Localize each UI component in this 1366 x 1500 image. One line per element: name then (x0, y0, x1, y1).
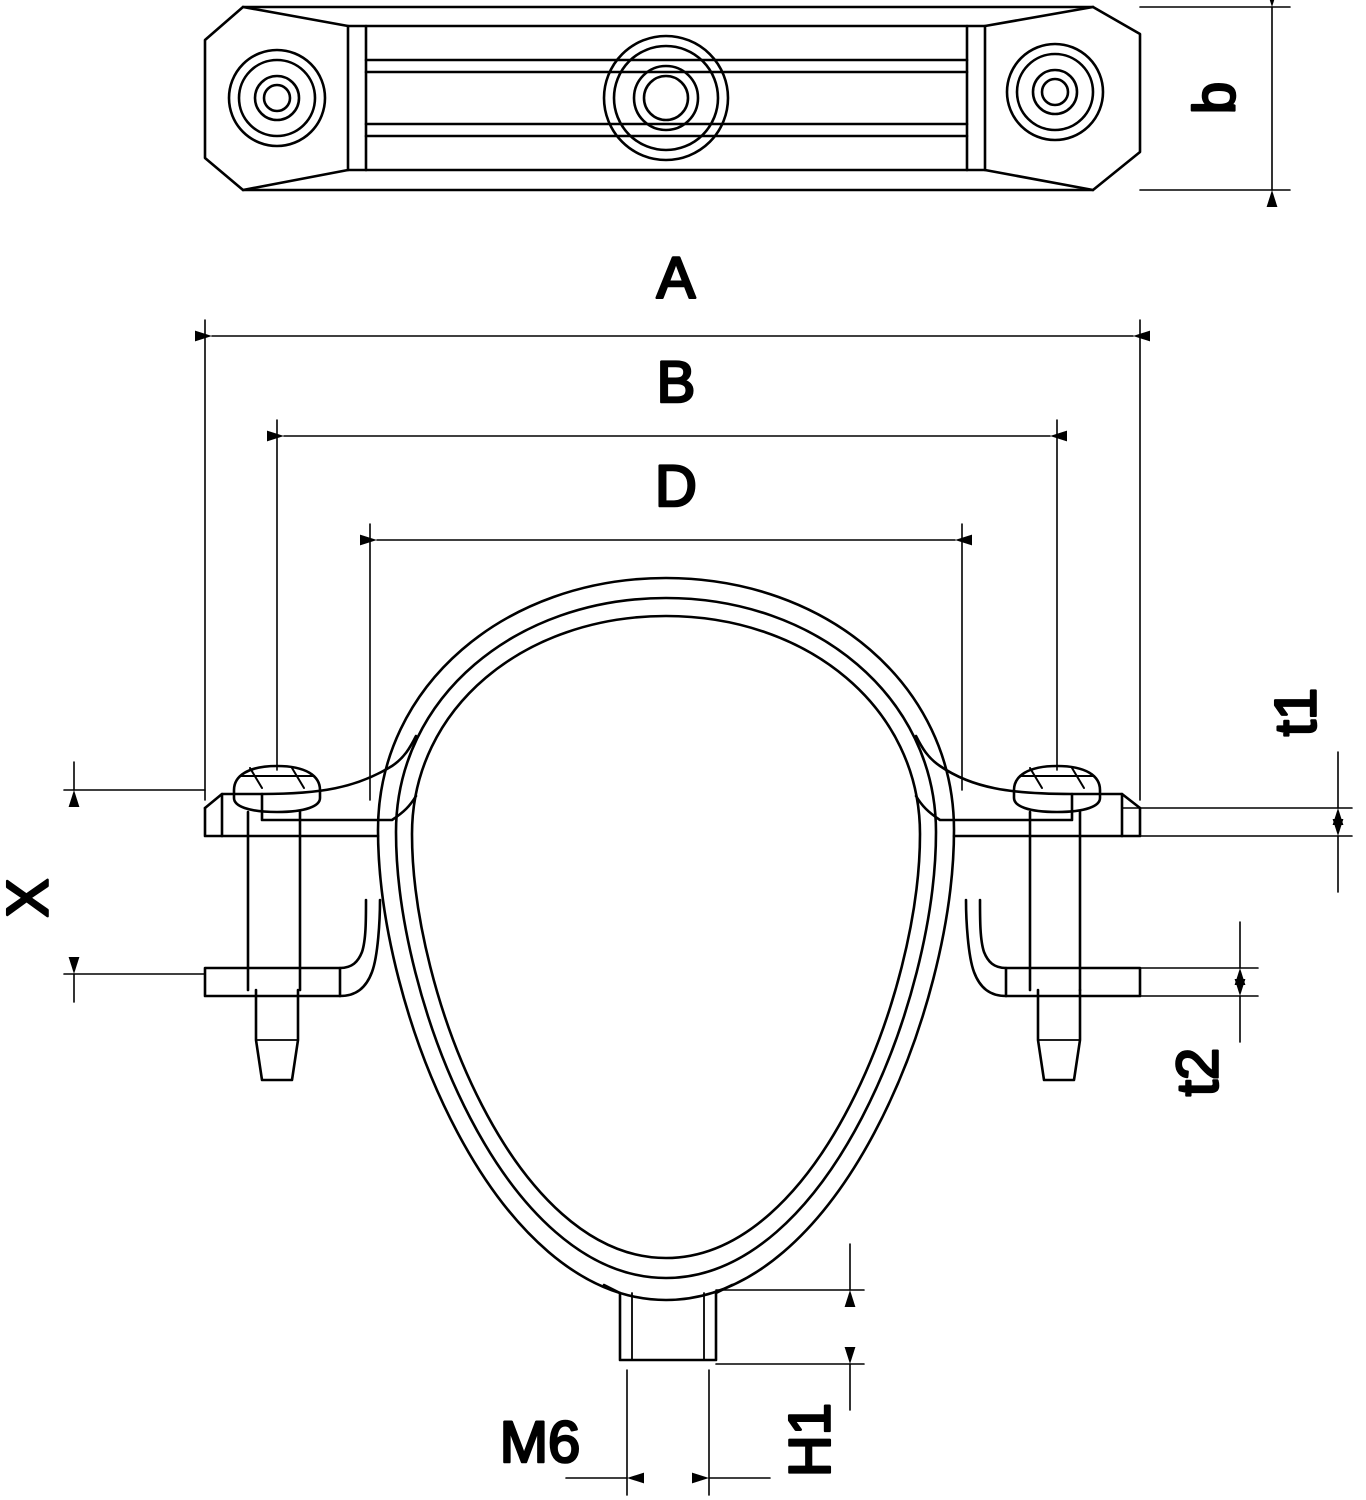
left-flange-inner (260, 792, 418, 822)
label-A: A (657, 246, 696, 311)
dimension-b (1139, 0, 1291, 207)
front-left-screw-shaft (246, 810, 302, 1082)
top-view-group (203, 5, 1142, 192)
dimension-t2 (1139, 921, 1259, 1043)
dimension-B (267, 419, 1067, 771)
front-left-screw-head (232, 764, 322, 814)
top-left-screw (227, 48, 327, 148)
dimension-H1 (715, 1243, 865, 1411)
dimension-A (195, 319, 1150, 801)
front-right-screw-head (1012, 764, 1102, 814)
left-lower-plate (203, 966, 342, 998)
stud-body (618, 1291, 718, 1362)
dimension-D (360, 523, 972, 801)
stud-chamfer-right (714, 1283, 734, 1295)
left-flange-lower (203, 806, 380, 838)
right-flange-inner (914, 792, 1074, 822)
right-lower-arm (964, 898, 1008, 998)
left-lower-arm-inner (338, 898, 368, 970)
dimension-X (63, 761, 206, 1003)
right-lower-arm-inner (978, 898, 1008, 970)
dimension-M6 (565, 1369, 771, 1496)
front-view-group (203, 576, 1142, 1362)
clamp-bore (410, 614, 922, 1260)
left-flange-upper (203, 734, 418, 810)
label-X: X (0, 879, 60, 918)
label-B: B (657, 350, 696, 415)
top-center-boss (602, 34, 730, 162)
label-H1: H1 (777, 1403, 842, 1477)
stud-chamfer-left (602, 1283, 622, 1295)
label-t1: t1 (1263, 688, 1328, 736)
left-lower-arm (338, 898, 382, 998)
label-b: b (1182, 82, 1247, 114)
right-lower-plate (1004, 966, 1142, 998)
label-M6: M6 (500, 1410, 581, 1475)
top-view-outline (203, 5, 1142, 192)
front-right-screw-shaft (1028, 810, 1082, 1082)
clamp-outer-ring (376, 576, 956, 1302)
label-D: D (655, 454, 697, 519)
top-band-lower (241, 168, 1095, 192)
clamp-inner-ring (394, 596, 938, 1280)
top-right-screw (1005, 42, 1105, 142)
dimension-t1 (1121, 751, 1353, 893)
top-band-upper (241, 5, 1095, 28)
right-flange-upper (914, 734, 1142, 810)
label-t2: t2 (1165, 1048, 1230, 1096)
front-bottom-stud (602, 1283, 734, 1362)
